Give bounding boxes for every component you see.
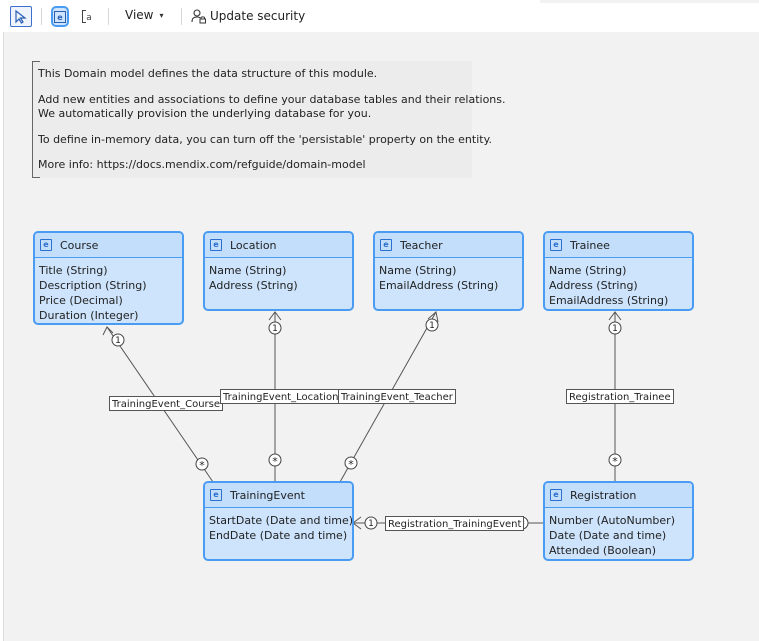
- view-label: View: [125, 8, 154, 22]
- multiplicity-one-marker: [608, 321, 622, 335]
- entity-teacher[interactable]: e Teacher Name (String) EmailAddress (Str…: [373, 231, 524, 311]
- entity-registration[interactable]: e Registration Number (AutoNumber) Date (…: [543, 481, 694, 561]
- entity-attribute: EmailAddress (String): [549, 294, 669, 307]
- svg-text:e: e: [57, 13, 63, 22]
- arrowhead-icon: [268, 311, 282, 321]
- multiplicity-one-label: 1: [612, 324, 618, 334]
- toolbar-edge: [540, 0, 759, 3]
- entity-header: e Trainee: [545, 233, 692, 258]
- multiplicity-one-label: 1: [115, 336, 121, 346]
- multiplicity-many-marker: [195, 457, 209, 471]
- annotation-note[interactable]: This Domain model defines the data struc…: [32, 61, 506, 178]
- entity-header: e TrainingEvent: [205, 483, 352, 508]
- toolbar-separator: [41, 8, 42, 25]
- multiplicity-one-marker: [425, 318, 439, 332]
- select-tool-button[interactable]: [10, 6, 32, 27]
- entity-attribute: Duration (Integer): [39, 309, 139, 322]
- toolbar-separator: [181, 8, 182, 25]
- association-label-trainingevent-location[interactable]: TrainingEvent_Location: [220, 389, 342, 404]
- entity-attribute: EndDate (Date and time): [209, 529, 348, 542]
- entity-attribute: Number (AutoNumber): [549, 514, 675, 527]
- multiplicity-many-marker: [268, 453, 282, 467]
- entity-header: e Course: [35, 233, 182, 258]
- entity-icon: e: [550, 489, 562, 501]
- view-menu-button[interactable]: View ▾: [125, 8, 164, 22]
- note-line: Add new entities and associations to def…: [38, 93, 506, 120]
- add-annotation-button[interactable]: a: [79, 6, 97, 27]
- note-line: This Domain model defines the data struc…: [38, 67, 378, 80]
- entity-header: e Location: [205, 233, 352, 258]
- annotation-icon: a: [82, 10, 92, 23]
- entity-attribute: Title (String): [39, 264, 108, 277]
- arrowhead-icon: [102, 326, 114, 336]
- entity-attribute: Name (String): [379, 264, 457, 277]
- entity-title: Registration: [570, 488, 637, 502]
- multiplicity-one-marker: [364, 516, 378, 530]
- entity-title: Location: [230, 238, 277, 252]
- entity-title: Trainee: [570, 238, 610, 252]
- entity-title: Course: [60, 238, 99, 252]
- entity-trainingevent[interactable]: e TrainingEvent StartDate (Date and time)…: [203, 481, 354, 561]
- entity-icon: e: [550, 239, 562, 251]
- entity-attribute: EmailAddress (String): [379, 279, 499, 292]
- multiplicity-many-label: *: [272, 455, 278, 468]
- multiplicity-one-label: 1: [368, 519, 374, 529]
- arrowhead-icon: [608, 311, 622, 321]
- entity-attribute: StartDate (Date and time): [209, 514, 354, 527]
- entity-title: TrainingEvent: [230, 488, 305, 502]
- entity-course[interactable]: e Course Title (String) Description (Stri…: [33, 231, 184, 325]
- entity-attribute: Price (Decimal): [39, 294, 123, 307]
- entity-attribute: Address (String): [209, 279, 298, 292]
- multiplicity-one-marker: [111, 333, 125, 347]
- association-label-registration-trainingevent[interactable]: Registration_TrainingEvent: [385, 516, 525, 531]
- entity-title: Teacher: [400, 238, 443, 252]
- entity-attribute: Name (String): [549, 264, 627, 277]
- entity-attribute: Name (String): [209, 264, 287, 277]
- toolbar: e a View ▾ Update security: [0, 0, 759, 32]
- entity-header: e Teacher: [375, 233, 522, 258]
- multiplicity-many-marker: [344, 456, 358, 470]
- multiplicity-many-marker: [608, 453, 622, 467]
- entity-location[interactable]: e Location Name (String) Address (String): [203, 231, 354, 311]
- entity-attribute: Attended (Boolean): [549, 544, 657, 557]
- entity-attribute: Description (String): [39, 279, 147, 292]
- svg-text:a: a: [86, 13, 92, 23]
- entity-icon: e: [54, 10, 66, 23]
- note-line: To define in-memory data, you can turn o…: [38, 133, 493, 146]
- entity-icon: e: [210, 239, 222, 251]
- toolbar-separator: [108, 8, 109, 25]
- multiplicity-many-label: *: [199, 459, 205, 472]
- note-line: More info: https://docs.mendix.com/refgu…: [38, 158, 366, 171]
- multiplicity-many-label: *: [348, 458, 354, 471]
- entity-attribute: Address (String): [549, 279, 638, 292]
- pointer-icon: [15, 9, 27, 24]
- user-lock-icon: [191, 9, 206, 24]
- entity-icon: e: [40, 239, 52, 251]
- association-label-registration-trainee[interactable]: Registration_Trainee: [566, 389, 674, 404]
- association-label-trainingevent-course[interactable]: TrainingEvent_Course: [109, 396, 224, 411]
- entity-icon: e: [210, 489, 222, 501]
- entity-icon: e: [380, 239, 392, 251]
- arrowhead-icon: [427, 311, 439, 323]
- chevron-down-icon: ▾: [159, 10, 164, 20]
- update-security-button[interactable]: Update security: [191, 8, 305, 24]
- entity-attribute: Date (Date and time): [549, 529, 667, 542]
- entity-header: e Registration: [545, 483, 692, 508]
- multiplicity-one-label: 1: [272, 324, 278, 334]
- update-security-label: Update security: [210, 9, 306, 23]
- multiplicity-one-label: 1: [429, 321, 435, 331]
- multiplicity-one-marker: [268, 321, 282, 335]
- multiplicity-many-label: *: [612, 455, 618, 468]
- association-label-trainingevent-teacher[interactable]: TrainingEvent_Teacher: [338, 389, 456, 404]
- add-entity-button[interactable]: e: [51, 6, 69, 27]
